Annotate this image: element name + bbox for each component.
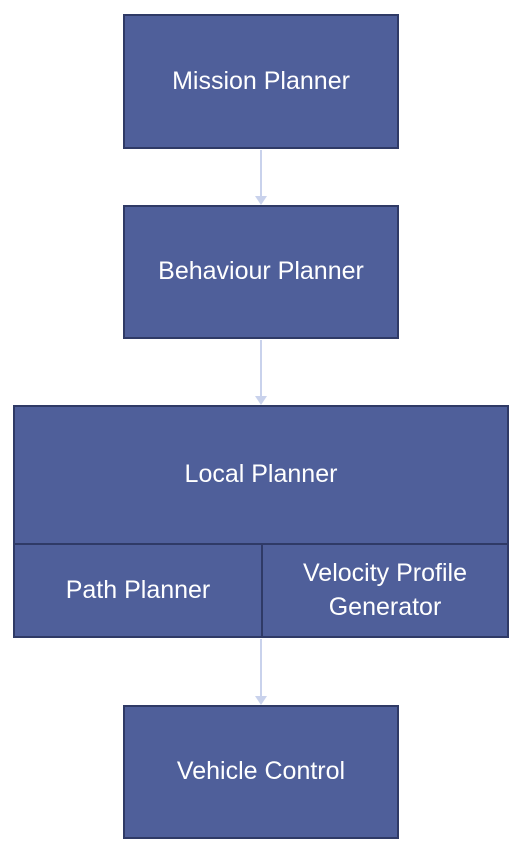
local-planner-label: Local Planner	[184, 460, 338, 489]
connector-mission-to-behaviour	[260, 150, 262, 196]
velocity-profile-generator-box: Velocity Profile Generator	[261, 543, 509, 638]
path-planner-label: Path Planner	[65, 575, 211, 604]
connector-behaviour-to-local	[260, 340, 262, 396]
local-planner-box: Local Planner	[13, 405, 509, 545]
arrowhead-local-to-vehicle	[255, 696, 267, 705]
velocity-profile-generator-label-line2: Generator	[328, 592, 442, 621]
vehicle-control-box: Vehicle Control	[123, 705, 399, 839]
behaviour-planner-label: Behaviour Planner	[158, 257, 364, 286]
mission-planner-label: Mission Planner	[172, 66, 350, 95]
behaviour-planner-box: Behaviour Planner	[123, 205, 399, 339]
connector-local-to-vehicle	[260, 639, 262, 696]
vehicle-control-label: Vehicle Control	[176, 757, 346, 786]
arrowhead-behaviour-to-local	[255, 396, 267, 405]
path-planner-box: Path Planner	[13, 543, 263, 638]
velocity-profile-generator-label-line1: Velocity Profile	[303, 558, 467, 587]
arrowhead-mission-to-behaviour	[255, 196, 267, 205]
mission-planner-box: Mission Planner	[123, 14, 399, 149]
